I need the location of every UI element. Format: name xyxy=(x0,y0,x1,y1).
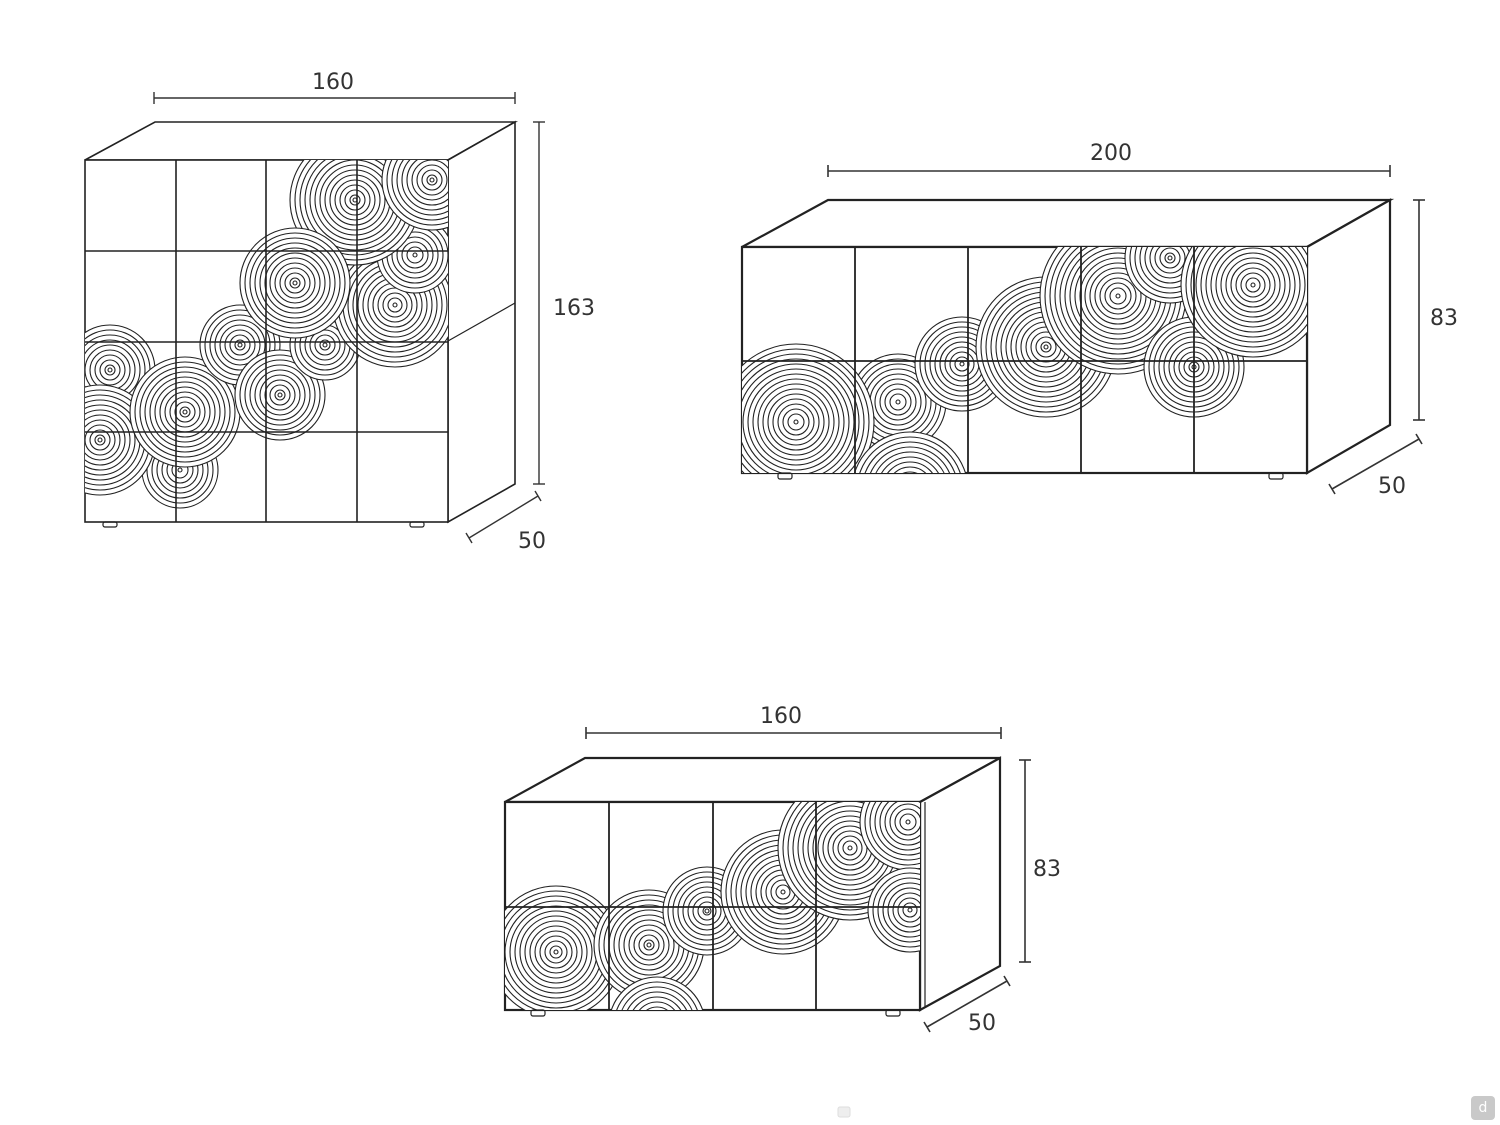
faint-mark xyxy=(837,1106,851,1118)
medium-sideboard-depth-label: 50 xyxy=(968,1011,996,1036)
ring-motif xyxy=(381,160,448,231)
tall-cabinet-width-label: 160 xyxy=(312,70,354,95)
tall-cabinet-height-label: 163 xyxy=(553,296,595,321)
ring-motif xyxy=(859,802,920,871)
ring-motif xyxy=(1180,247,1307,358)
medium-sideboard-height-label: 83 xyxy=(1033,857,1061,882)
tall-cabinet-drawing xyxy=(84,120,519,528)
ring-motif xyxy=(853,431,967,473)
watermark-badge: d xyxy=(1471,1096,1495,1120)
wide-sideboard-height-label: 83 xyxy=(1430,306,1458,331)
ring-motif xyxy=(867,867,920,953)
ring-motif xyxy=(239,227,351,339)
wide-sideboard-depth-label: 50 xyxy=(1378,474,1406,499)
medium-sideboard-drawing xyxy=(503,756,1002,1017)
ring-motif xyxy=(610,976,704,1010)
wide-sideboard-dimension-lines xyxy=(827,165,1425,495)
medium-sideboard-dimension-lines xyxy=(585,727,1031,1033)
wide-sideboard-width-label: 200 xyxy=(1090,141,1132,166)
ring-motif xyxy=(742,343,875,473)
tall-cabinet-depth-label: 50 xyxy=(518,529,546,554)
tall-cabinet-dimension-lines xyxy=(153,92,545,544)
medium-sideboard-width-label: 160 xyxy=(760,704,802,729)
wide-sideboard-drawing xyxy=(740,198,1395,480)
